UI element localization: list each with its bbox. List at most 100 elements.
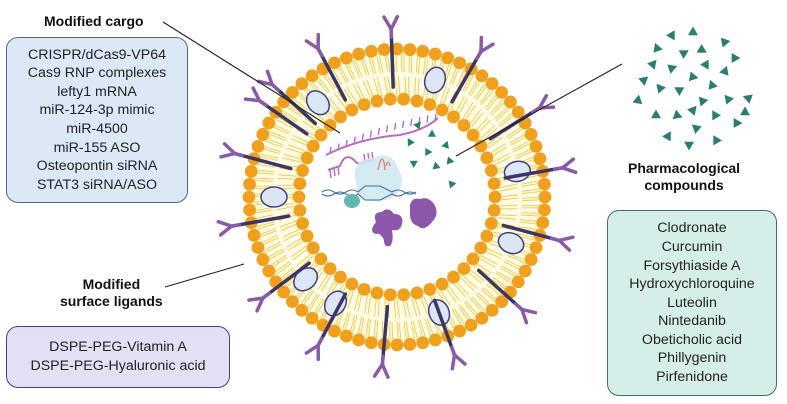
compound-item: Pirfenidone [656, 369, 728, 386]
membrane-protein-icon [260, 186, 288, 208]
protein-blob-icon [410, 198, 437, 229]
pharmacological-compounds-box: Clodronate Curcumin Forsythiaside A Hydr… [607, 210, 777, 396]
drug-triangle-icon [698, 96, 709, 107]
compound-item: Clodronate [657, 220, 727, 237]
drug-triangle-icon [724, 94, 734, 105]
label-line: Pharmacological [628, 160, 741, 176]
drug-triangle-icon [672, 109, 683, 120]
drug-triangle-icon [742, 94, 753, 104]
drug-triangle-icon [653, 42, 663, 53]
ligand-leader-line [164, 263, 245, 288]
membrane-proteins [260, 66, 531, 327]
cas9-complex-icon [354, 155, 402, 202]
internal-cargo [321, 113, 439, 247]
ligand-antibody-icon [449, 345, 467, 371]
ligand-antibody-icon [304, 32, 324, 58]
drug-triangle-icon [678, 50, 689, 59]
compound-item: Luteolin [667, 294, 717, 311]
ligand-antibody-icon [304, 336, 324, 362]
pharmacological-compound-cluster [632, 26, 753, 151]
membrane-protein-icon [423, 66, 447, 94]
modified-cargo-label: Modified cargo [44, 13, 144, 29]
label-line: Modified [82, 276, 141, 292]
drug-triangle-icon [700, 59, 709, 70]
drug-triangle-icon [696, 44, 707, 53]
drug-triangle-icon [740, 106, 750, 116]
surface-ligands [216, 14, 578, 379]
rna-strand-icon [325, 117, 439, 156]
ligand-antibody-icon [247, 291, 271, 313]
compound-item: Forsythiaside A [643, 257, 741, 274]
drug-triangle-icon [427, 129, 437, 137]
drug-triangle-icon [713, 135, 722, 146]
membrane-protein-icon [323, 290, 348, 317]
ligand-antibody-icon [552, 157, 578, 175]
pharma-leader-line [455, 63, 623, 157]
drug-triangle-icon [651, 109, 661, 119]
pharmacological-compounds-label: Pharmacological compounds [628, 160, 740, 194]
drug-triangle-icon [688, 71, 699, 82]
ligand-antibody-icon [549, 235, 575, 252]
compound-item: Phillygenin [657, 350, 727, 367]
ligand-antibody-icon [514, 302, 538, 325]
drug-triangle-icon [407, 138, 415, 147]
drug-triangle-icon [413, 121, 421, 130]
drug-triangle-icon [425, 147, 433, 157]
compound-item: Hydroxychloroquine [629, 276, 755, 293]
label-line: compounds [644, 177, 724, 193]
drug-triangle-icon [731, 53, 741, 63]
drug-triangle-icon [691, 124, 702, 134]
drug-triangle-icon [432, 161, 441, 170]
cargo-item: Osteopontin siRNA [36, 158, 158, 175]
surface-ligands-box: DSPE-PEG-Vitamin A DSPE-PEG-Hyaluronic a… [6, 326, 230, 388]
membrane-protein-icon [305, 90, 331, 116]
modified-cargo-box: CRISPR/dCas9-VP64 Cas9 RNP complexes lef… [6, 37, 188, 203]
drug-triangle-icon [684, 141, 694, 151]
compound-item: Nintedanib [658, 313, 726, 330]
drug-triangle-icon [719, 65, 729, 76]
compound-item: Obeticholic acid [641, 331, 743, 348]
drug-triangle-icon [409, 160, 418, 168]
drug-triangle-icon [674, 87, 685, 96]
modified-surface-ligands-label: Modified surface ligands [60, 276, 163, 310]
cargo-item: miR-4500 [66, 121, 128, 137]
ligand-antibody-icon [382, 14, 400, 39]
ligand-antibody-icon [475, 35, 495, 61]
ligand-antibody-icon [216, 219, 242, 237]
cargo-item: miR-124-3p mimic [39, 102, 155, 119]
protein-blob-icon [372, 209, 403, 247]
cargo-item: STAT3 siRNA/ASO [36, 176, 158, 193]
ligand-item: DSPE-PEG-Vitamin A [49, 339, 187, 356]
cargo-item: lefty1 mRNA [57, 83, 137, 100]
ligand-antibody-icon [243, 86, 268, 107]
membrane-protein-icon [497, 231, 525, 255]
ligand-antibody-icon [372, 354, 390, 379]
cargo-item: CRISPR/dCas9-VP64 [28, 46, 166, 63]
ligand-antibody-icon [256, 69, 280, 92]
drug-triangle-icon [708, 79, 718, 90]
cargo-leader-line [162, 21, 341, 134]
cargo-item: Cas9 RNP complexes [27, 65, 167, 82]
label-line: surface ligands [60, 293, 163, 309]
drug-triangle-icon [667, 64, 678, 74]
drug-triangle-icon [638, 76, 649, 86]
compound-item: Curcumin [661, 238, 723, 255]
drug-triangle-icon [688, 26, 698, 36]
drug-triangle-icon [712, 110, 721, 121]
drug-triangle-icon [632, 94, 643, 105]
ligand-item: DSPE-PEG-Hyaluronic acid [30, 358, 206, 374]
drug-triangle-icon [441, 140, 449, 149]
drug-triangle-icon [733, 118, 743, 128]
cargo-item: miR-155 ASO [53, 139, 141, 156]
drug-triangle-icon [446, 156, 455, 165]
drug-triangle-icon [647, 59, 657, 70]
rna-bases-icon [329, 113, 437, 155]
drug-triangle-icon [448, 180, 457, 189]
drug-triangle-icon [720, 37, 731, 48]
ligand-antibody-icon [219, 142, 245, 159]
drug-triangle-icon [687, 105, 697, 116]
drug-triangle-icon [662, 131, 671, 142]
guide-rna-icon [377, 158, 391, 171]
inner-drug-triangles [407, 121, 457, 189]
